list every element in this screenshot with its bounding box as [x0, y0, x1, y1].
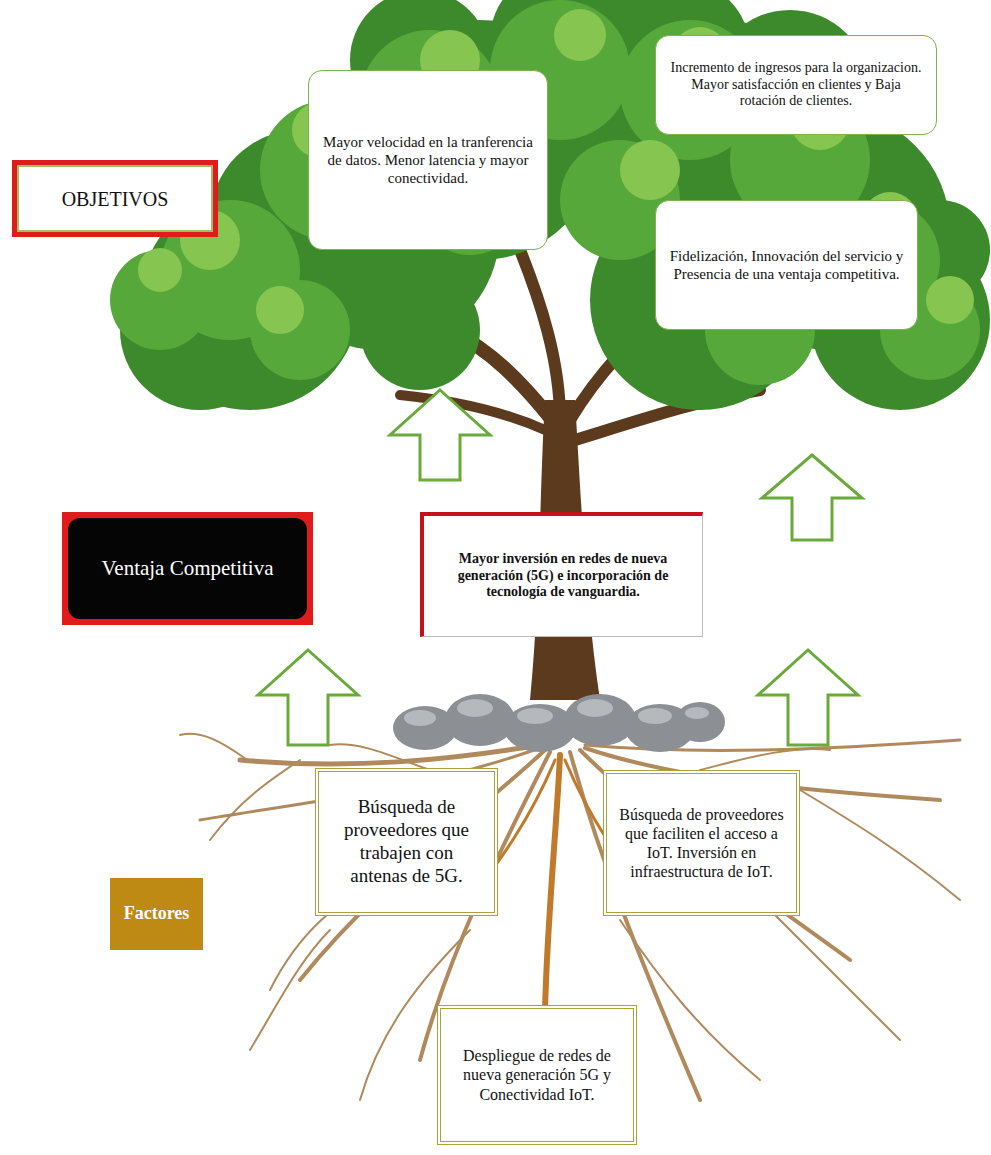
advantage-box: Ventaja Competitiva: [62, 512, 313, 625]
up-arrow: [258, 390, 862, 745]
objective-box: Fidelización, Innovación del servicio y …: [655, 200, 918, 330]
tree-rocks: [675, 702, 725, 742]
objective-header: OBJETIVOS: [12, 160, 218, 237]
tree-roots: [210, 760, 300, 840]
tree-canopy: [620, 140, 680, 200]
tree-canopy: [138, 248, 182, 292]
node-text: Despliegue de redes de nueva generación …: [453, 1046, 621, 1104]
node-text: Búsqueda de proveedores que faciliten el…: [619, 805, 784, 882]
tree-rocks: [564, 694, 636, 746]
factor-box: Búsqueda de proveedores que faciliten el…: [603, 770, 800, 916]
tree-rocks: [393, 694, 725, 752]
tree-rocks: [685, 707, 709, 719]
tree-canopy: [250, 280, 350, 380]
tree-roots: [620, 920, 760, 1080]
up-arrow: [258, 650, 358, 745]
tree-canopy: [256, 286, 304, 334]
tree-roots: [300, 750, 545, 980]
node-text: Fidelización, Innovación del servicio y …: [668, 247, 905, 283]
tree-canopy: [554, 9, 606, 61]
tree-rocks: [445, 694, 515, 746]
objective-box: Incremento de ingresos para la organizac…: [655, 35, 937, 135]
tree-rocks: [504, 704, 576, 752]
tree-canopy: [926, 276, 974, 324]
tree-rocks: [638, 708, 672, 724]
tree-roots: [580, 750, 850, 960]
factor-header: Factores: [110, 878, 203, 950]
node-text: Ventaja Competitiva: [68, 518, 307, 619]
tree-canopy: [110, 0, 990, 410]
tree-rocks: [517, 708, 553, 724]
node-text: Factores: [118, 903, 195, 925]
up-arrow: [762, 455, 862, 540]
factor-box: Búsqueda de proveedores que trabajen con…: [315, 768, 498, 916]
node-text: OBJETIVOS: [17, 165, 213, 232]
tree-roots: [700, 749, 830, 770]
node-text: Mayor inversión en redes de nueva genera…: [434, 551, 692, 601]
node-text: Mayor velocidad en la tranferencia de da…: [321, 133, 535, 187]
up-arrow: [390, 390, 490, 480]
tree-roots: [180, 734, 250, 762]
tree-trunk: [520, 250, 560, 420]
strategy-box: Mayor inversión en redes de nueva genera…: [420, 512, 703, 637]
tree-rocks: [457, 699, 493, 717]
objective-box: Mayor velocidad en la tranferencia de da…: [308, 70, 548, 250]
tree-canopy: [360, 270, 480, 390]
tree-roots: [800, 790, 960, 900]
tree-roots: [250, 930, 330, 1050]
tree-roots: [180, 734, 960, 1140]
tree-rocks: [577, 699, 613, 717]
tree-rocks: [404, 710, 436, 726]
node-text: Búsqueda de proveedores que trabajen con…: [331, 796, 482, 887]
up-arrow: [758, 650, 858, 745]
factor-box: Despliegue de redes de nueva generación …: [437, 1005, 637, 1145]
node-text: Incremento de ingresos para la organizac…: [668, 60, 924, 110]
